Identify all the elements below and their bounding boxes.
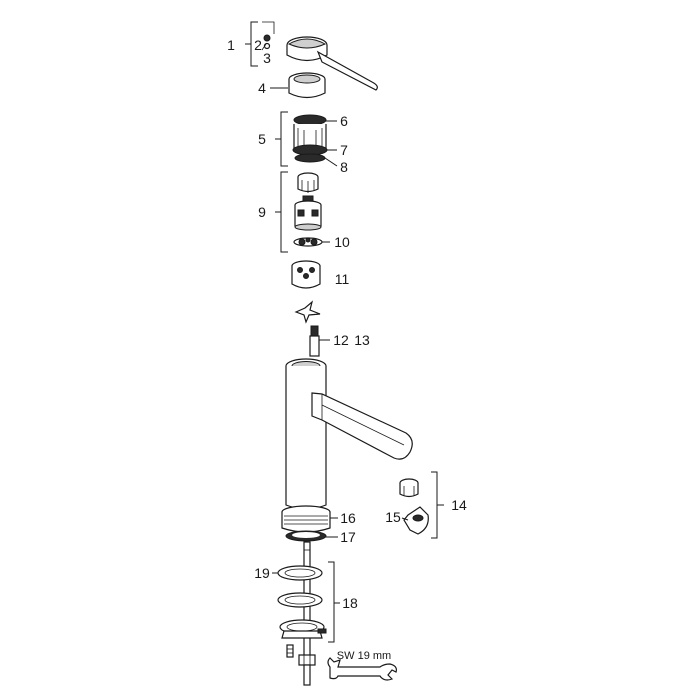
label-9: 9 (258, 204, 266, 220)
label-8: 8 (340, 159, 348, 175)
label-2: 2 (254, 37, 262, 53)
fixing-plate (279, 619, 327, 639)
label-11: 11 (335, 271, 350, 287)
threaded-rod (309, 325, 320, 357)
rubber-gasket (277, 565, 323, 581)
bonnet-nut (292, 114, 328, 163)
seal-washer (285, 530, 327, 542)
wrench-icon (327, 657, 397, 681)
metal-washer (277, 592, 323, 608)
fixing-nut (298, 654, 316, 666)
trim-ring (288, 72, 326, 99)
threaded-shank (281, 505, 331, 533)
cartridge (294, 195, 322, 231)
label-12: 12 (333, 332, 349, 348)
label-18: 18 (342, 595, 358, 611)
cartridge-nut (297, 172, 319, 193)
aerator-key (403, 506, 429, 535)
label-6: 6 (340, 113, 348, 129)
wrench-size-label: SW 19 mm (337, 650, 391, 662)
label-14: 14 (451, 497, 467, 513)
aerator (399, 478, 419, 498)
label-4: 4 (258, 80, 266, 96)
label-15: 15 (385, 509, 401, 525)
part-labels: 1 2 3 4 5 6 7 8 9 10 11 12 13 14 15 16 1… (227, 37, 467, 662)
label-7: 7 (340, 142, 348, 158)
small-screw (286, 644, 294, 658)
bracket-group-9 (275, 171, 288, 253)
bracket-group-14 (431, 471, 444, 539)
faucet-spout (311, 392, 413, 460)
screw-cap (263, 34, 271, 42)
label-5: 5 (258, 131, 266, 147)
label-10: 10 (334, 234, 350, 250)
label-17: 17 (340, 529, 356, 545)
label-19: 19 (254, 565, 270, 581)
diverter-insert (291, 260, 321, 289)
label-1: 1 (227, 37, 235, 53)
grub-screw (263, 42, 271, 50)
label-16: 16 (340, 510, 356, 526)
label-13: 13 (354, 332, 370, 348)
bracket-group-5 (275, 111, 288, 167)
star-clip (294, 300, 321, 324)
hose-connector (303, 664, 311, 686)
faucet-body (285, 358, 327, 510)
label-3: 3 (263, 50, 271, 66)
bracket-group-1 (245, 21, 258, 67)
cartridge-seals (293, 237, 323, 247)
bracket-group-18 (328, 561, 340, 643)
handle-lever (286, 36, 378, 91)
